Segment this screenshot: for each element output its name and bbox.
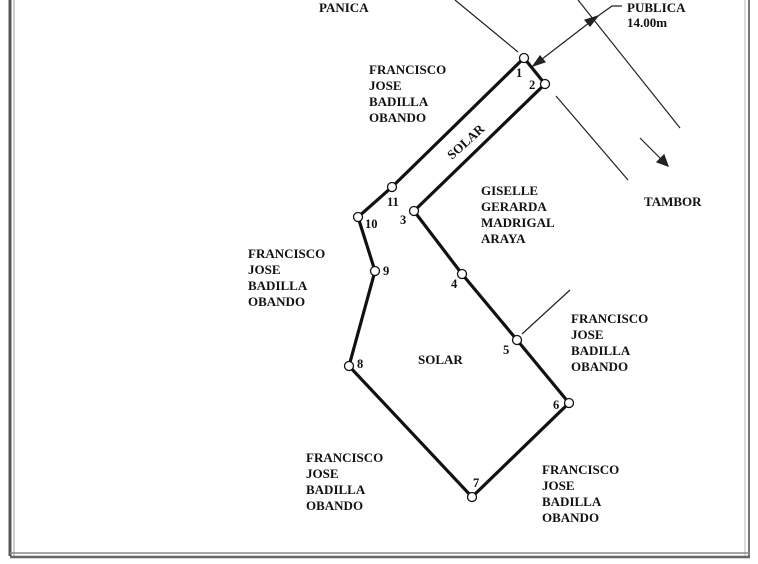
svg-text:FRANCISCO: FRANCISCO [542,462,619,477]
vertex-label-5: 5 [503,343,509,357]
vertex-10 [352,211,364,223]
width-dimension [531,5,622,68]
svg-text:FRANCISCO: FRANCISCO [571,311,648,326]
svg-text:FRANCISCO: FRANCISCO [369,62,446,77]
vertex-6 [563,397,575,409]
vertex-label-10: 10 [365,217,378,231]
width-label: 14.00m [627,15,667,30]
svg-text:BADILLA: BADILLA [571,343,631,358]
vertex-label-1: 1 [516,66,522,80]
solar-strip-label: SOLAR [444,121,488,163]
svg-text:OBANDO: OBANDO [306,498,363,513]
owner-bottom-right: FRANCISCO JOSE BADILLA OBANDO [542,462,619,525]
panica-label: PANICA [319,0,369,15]
vertex-11 [386,181,398,193]
vertex-1 [518,52,530,64]
vertex-7 [466,491,478,503]
owner-top: FRANCISCO JOSE BADILLA OBANDO [369,62,446,125]
owner-left: FRANCISCO JOSE BADILLA OBANDO [248,246,325,309]
svg-text:OBANDO: OBANDO [542,510,599,525]
svg-text:OBANDO: OBANDO [369,110,426,125]
vertex-5 [511,334,523,346]
vertex-markers [343,52,575,503]
vertex-8 [343,360,355,372]
vertex-label-8: 8 [357,357,363,371]
svg-text:OBANDO: OBANDO [571,359,628,374]
owner-center: GISELLE GERARDA MADRIGAL ARAYA [481,183,555,246]
svg-text:FRANCISCO: FRANCISCO [248,246,325,261]
svg-text:GISELLE: GISELLE [481,183,538,198]
vertex-label-7: 7 [473,476,479,490]
vertex-2 [539,78,551,90]
svg-text:BADILLA: BADILLA [369,94,429,109]
svg-text:BADILLA: BADILLA [248,278,308,293]
svg-text:FRANCISCO: FRANCISCO [306,450,383,465]
vertex-4 [456,268,468,280]
svg-text:GERARDA: GERARDA [481,199,547,214]
road-lines [454,0,681,335]
svg-text:BADILLA: BADILLA [542,494,602,509]
direction-arrow [639,137,670,168]
vertex-label-9: 9 [383,264,389,278]
svg-text:MADRIGAL: MADRIGAL [481,215,555,230]
vertex-label-2: 2 [529,78,535,92]
svg-text:JOSE: JOSE [571,327,604,342]
tambor-label: TAMBOR [644,194,702,209]
vertex-label-3: 3 [400,213,406,227]
owner-bottom-left: FRANCISCO JOSE BADILLA OBANDO [306,450,383,513]
svg-text:JOSE: JOSE [542,478,575,493]
owner-right: FRANCISCO JOSE BADILLA OBANDO [571,311,648,374]
vertex-label-4: 4 [451,277,458,291]
sheet-frame [8,0,750,559]
vertex-label-6: 6 [553,398,559,412]
svg-text:JOSE: JOSE [248,262,281,277]
publica-label: PUBLICA [627,0,686,15]
vertex-labels: 1 2 3 4 5 6 7 8 9 10 11 [357,66,559,490]
svg-text:JOSE: JOSE [369,78,402,93]
vertex-3 [408,205,420,217]
vertex-label-11: 11 [387,195,399,209]
vertex-9 [369,265,381,277]
solar-main-label: SOLAR [418,352,463,367]
svg-text:OBANDO: OBANDO [248,294,305,309]
parcel-outline [347,55,572,500]
svg-text:JOSE: JOSE [306,466,339,481]
svg-text:ARAYA: ARAYA [481,231,526,246]
svg-text:BADILLA: BADILLA [306,482,366,497]
